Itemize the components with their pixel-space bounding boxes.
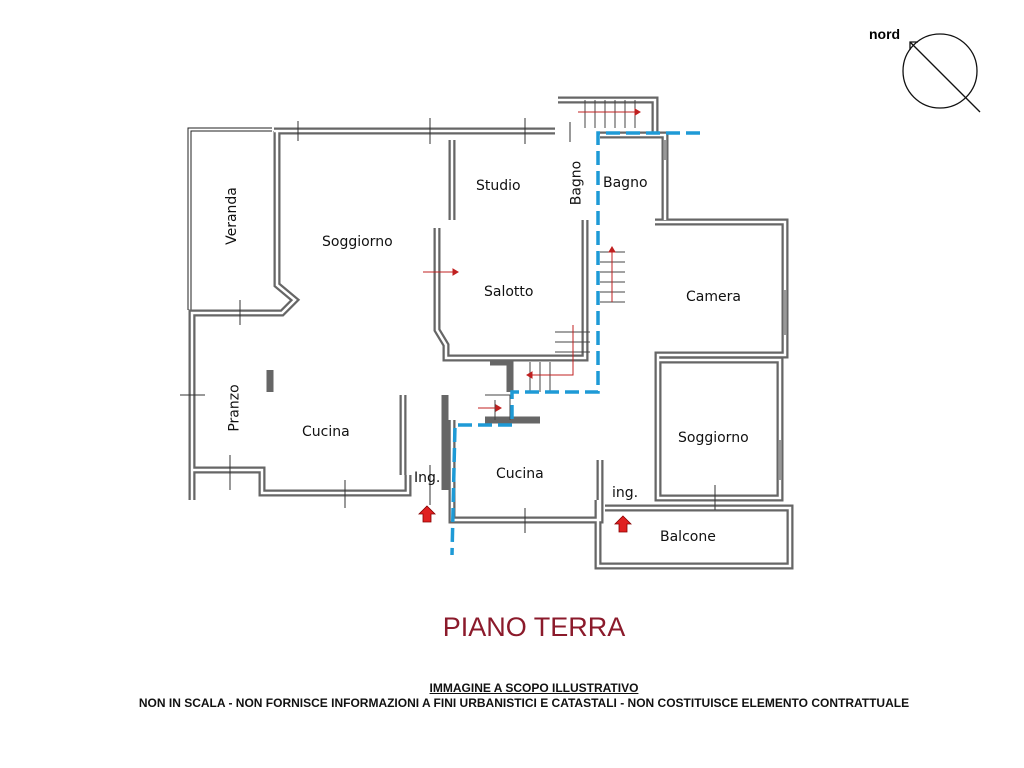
room-label-balcone: Balcone xyxy=(660,529,716,545)
disclaimer-text: NON IN SCALA - NON FORNISCE INFORMAZIONI… xyxy=(138,696,910,710)
room-label-ingresso: Ing. xyxy=(414,470,441,486)
room-label-cucina: Cucina xyxy=(496,466,544,482)
entrance-arrow-icon xyxy=(418,505,436,523)
north-compass-icon xyxy=(902,33,981,113)
disclaimer-heading: IMMAGINE A SCOPO ILLUSTRATIVO xyxy=(429,681,639,695)
room-label-veranda: Veranda xyxy=(223,187,240,245)
walls xyxy=(180,96,794,570)
property-boundary-line xyxy=(450,131,700,556)
entrance-arrow-icon xyxy=(614,515,632,533)
room-label-pranzo: Pranzo xyxy=(226,384,243,432)
room-label-bagno: Bagno xyxy=(568,160,585,206)
room-label-cucina: Cucina xyxy=(302,424,350,440)
compass-label: nord xyxy=(869,26,901,42)
room-label-soggiorno: Soggiorno xyxy=(678,430,749,446)
room-label-salotto: Salotto xyxy=(484,284,534,300)
room-label-camera: Camera xyxy=(686,289,741,305)
room-label-ingresso: ing. xyxy=(612,485,639,501)
stair-direction-arrows xyxy=(423,108,641,412)
room-label-soggiorno: Soggiorno xyxy=(322,234,393,250)
floor-title: PIANO TERRA xyxy=(442,612,626,642)
room-label-bagno: Bagno xyxy=(603,175,648,191)
veranda-outline xyxy=(187,127,272,310)
room-label-studio: Studio xyxy=(476,178,521,194)
